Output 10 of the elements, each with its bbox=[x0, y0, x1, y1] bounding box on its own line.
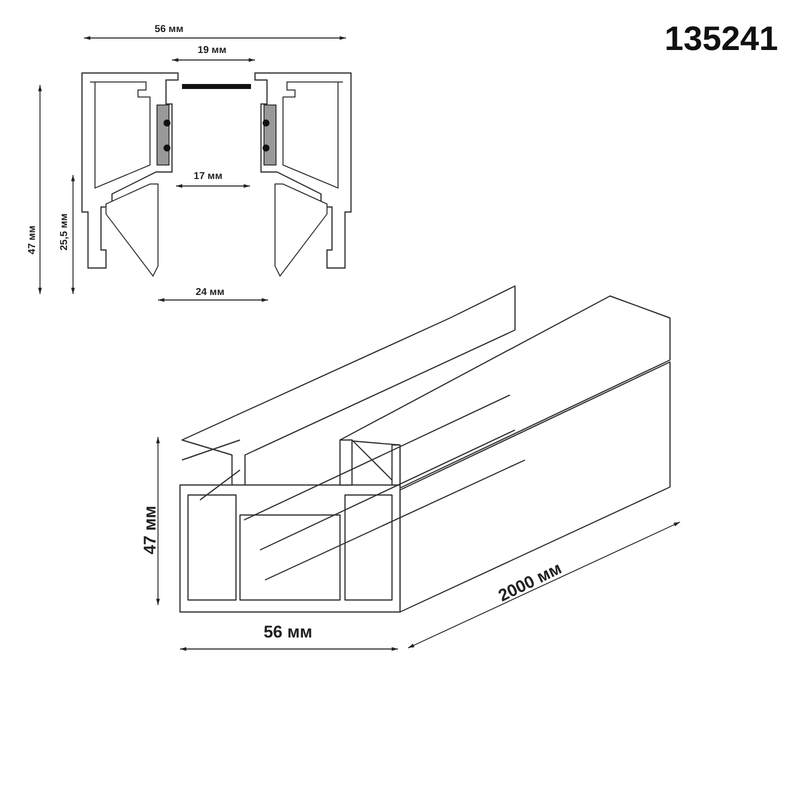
dimension-label: 56 мм bbox=[264, 624, 312, 640]
dimension-label: 47 мм bbox=[142, 506, 158, 554]
article-number: 135241 bbox=[664, 20, 778, 59]
dimension-label: 19 мм bbox=[198, 46, 226, 56]
dimension-label: 25,5 мм bbox=[60, 213, 70, 251]
dimension-label: 47 мм bbox=[28, 226, 38, 254]
dimension-label: 2000 мм bbox=[496, 560, 564, 604]
dimension-label: 24 мм bbox=[196, 288, 224, 298]
dimension-label: 56 мм bbox=[154, 25, 184, 35]
dimension-label: 17 мм bbox=[194, 172, 222, 182]
